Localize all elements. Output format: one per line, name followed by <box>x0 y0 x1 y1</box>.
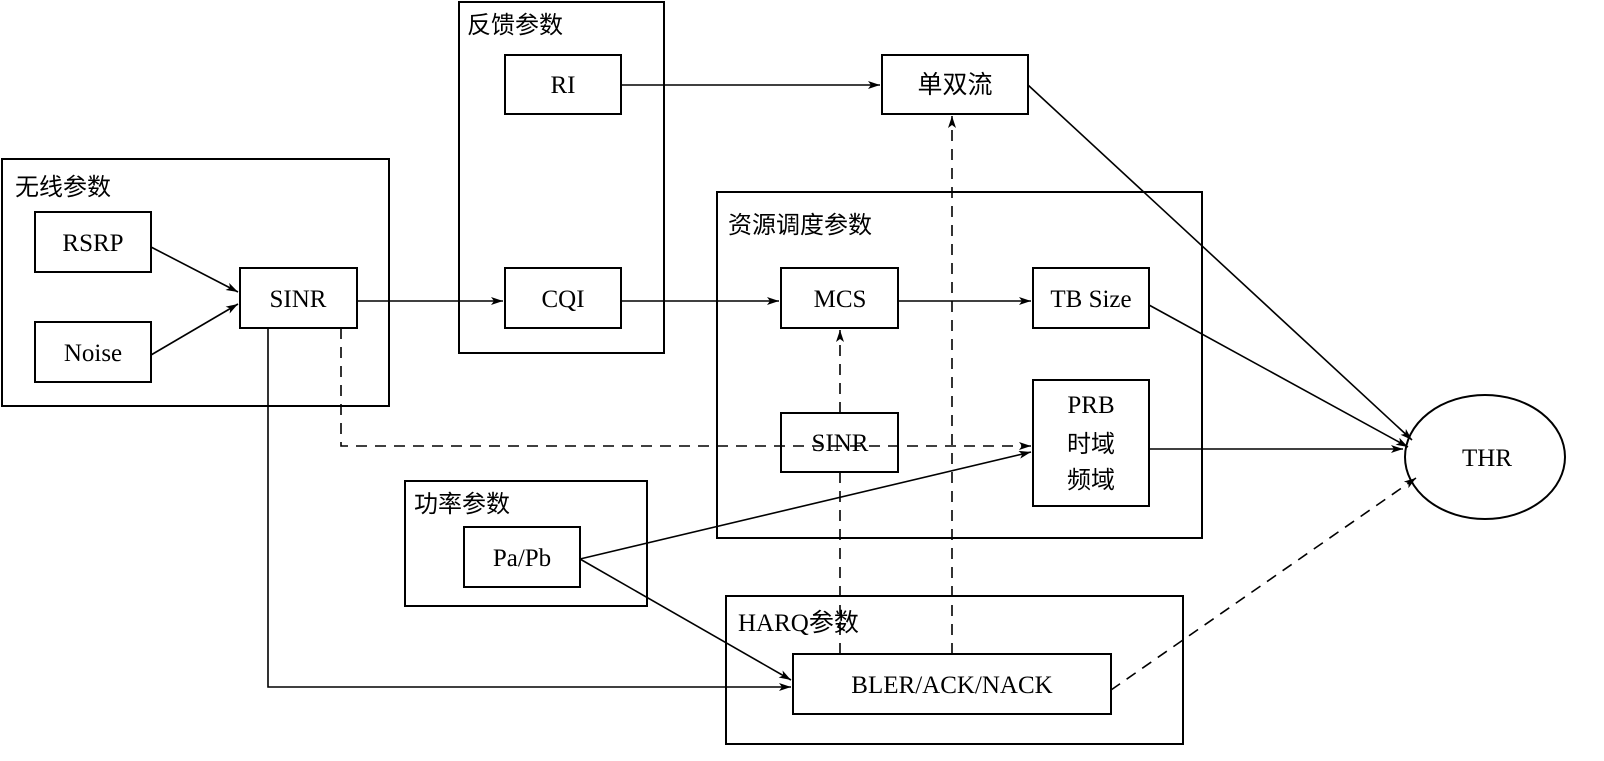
noise-label: Noise <box>64 340 122 367</box>
prb-label-line3: 频域 <box>1067 466 1115 494</box>
arrow-sinr-to-bler <box>267 328 791 691</box>
thr-label: THR <box>1462 445 1512 472</box>
tb-size-box <box>1032 267 1150 329</box>
thr-ellipse <box>1404 394 1566 520</box>
group-power-label: 功率参数 <box>414 490 510 518</box>
single-dual-stream-box <box>881 54 1029 115</box>
arrow-papb-to-prb <box>579 450 1032 560</box>
noise-box <box>34 321 152 383</box>
rsrp-label: RSRP <box>62 230 123 257</box>
ri-label: RI <box>551 72 576 99</box>
mcs-label: MCS <box>814 286 867 313</box>
prb-box <box>1032 379 1150 507</box>
rsrp-box <box>34 211 152 273</box>
group-feedback-box <box>458 1 665 354</box>
sinr-mid-box <box>780 412 899 473</box>
cqi-box <box>504 267 622 329</box>
dashed-sinr-to-prb <box>340 328 1031 450</box>
single-dual-stream-label: 单双流 <box>917 70 992 99</box>
arrow-papb-to-bler <box>579 558 792 681</box>
arrow-rsrp-to-sinr <box>150 246 239 293</box>
bler-box <box>792 653 1112 715</box>
papb-label: Pa/Pb <box>493 545 551 572</box>
papb-box <box>463 526 581 588</box>
cqi-label: CQI <box>541 286 584 313</box>
group-wireless-box <box>1 158 390 407</box>
group-wireless-label: 无线参数 <box>15 173 111 201</box>
group-feedback-label: 反馈参数 <box>467 11 563 39</box>
prb-label-line1: PRB <box>1067 392 1114 419</box>
arrow-noise-to-sinr <box>150 303 239 356</box>
arrow-stream-to-thr <box>1027 84 1413 441</box>
prb-label-line2: 时域 <box>1067 430 1115 458</box>
arrow-tbsize-to-thr <box>1148 304 1409 448</box>
sinr-left-box <box>239 267 358 329</box>
group-harq-box <box>725 595 1184 745</box>
group-scheduling-box <box>716 191 1203 539</box>
group-harq-label: HARQ参数 <box>738 609 859 637</box>
sinr-mid-label: SINR <box>812 430 869 457</box>
mcs-box <box>780 267 899 329</box>
group-scheduling-label: 资源调度参数 <box>728 211 872 239</box>
tb-size-label: TB Size <box>1050 286 1131 313</box>
bler-label: BLER/ACK/NACK <box>851 672 1052 699</box>
dashed-bler-to-thr <box>1110 477 1417 691</box>
sinr-left-label: SINR <box>270 286 327 313</box>
